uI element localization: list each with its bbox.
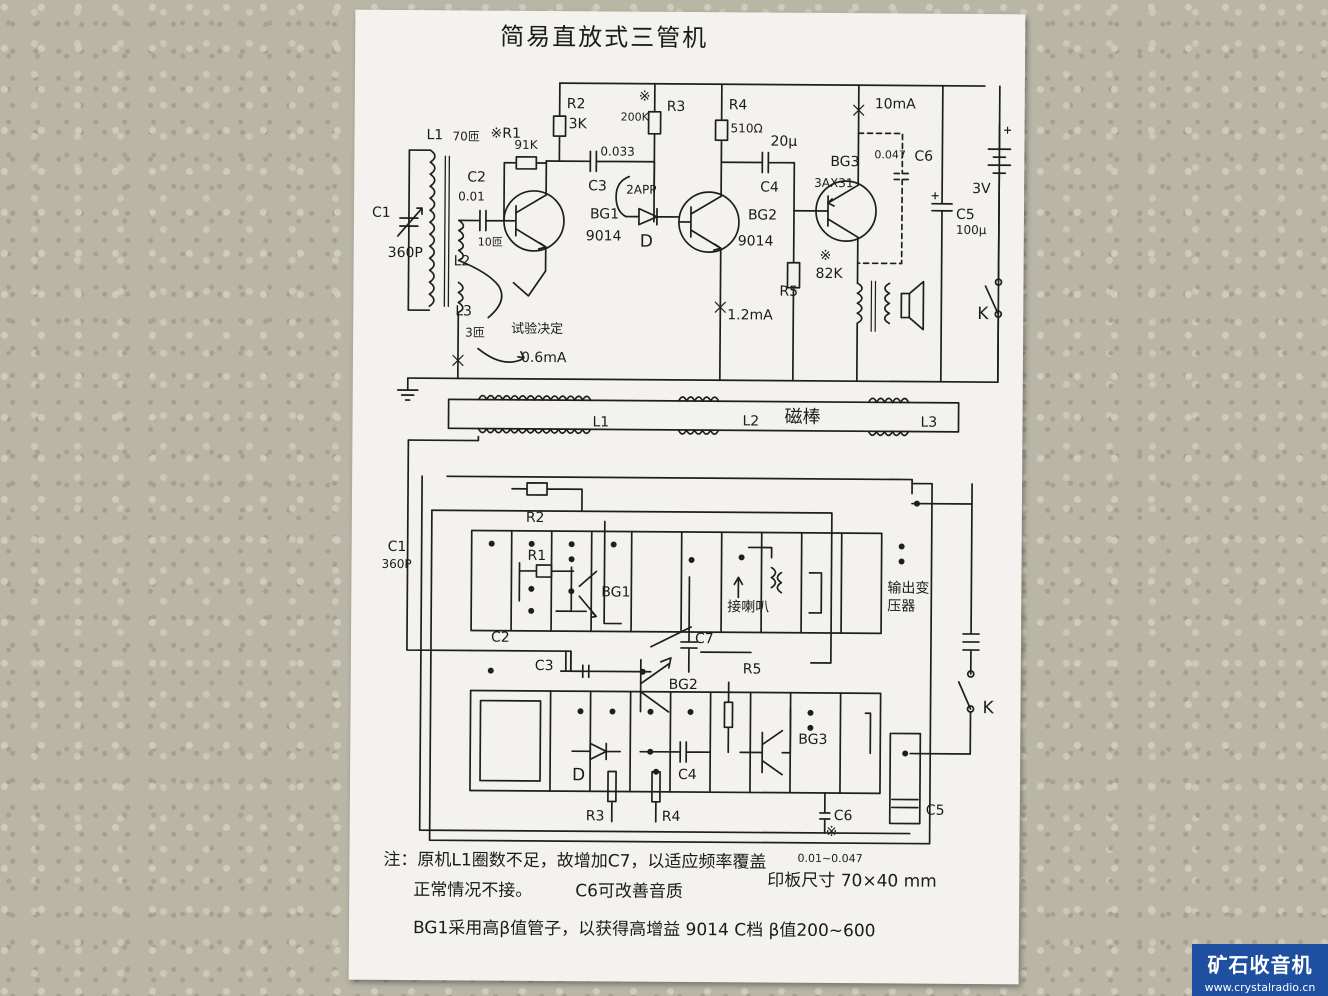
label-c3-value: 0.033 bbox=[600, 144, 635, 159]
label-l2: L2 bbox=[453, 253, 471, 270]
diagram-title: 简易直放式三管机 bbox=[500, 22, 709, 53]
label-c5: C5 bbox=[955, 206, 975, 224]
rod-label-l3: L3 bbox=[920, 414, 938, 431]
label-c4: C4 bbox=[760, 179, 779, 196]
label-r2: R2 bbox=[566, 96, 586, 113]
label-current-06: 0.6mA bbox=[520, 349, 567, 367]
label-r2-value: 3K bbox=[568, 116, 587, 133]
pcb-label-speaker: 接喇叭 bbox=[727, 599, 770, 616]
label-bg3-type: 3AX31 bbox=[814, 175, 854, 191]
pcb-label-output-transformer: 输出变压器 bbox=[887, 580, 930, 615]
label-l3: L3 bbox=[455, 303, 473, 320]
pcb-label-c2: C2 bbox=[490, 629, 510, 646]
pcb-label-r2: R2 bbox=[525, 509, 545, 527]
note-line-1: 注：原机L1圈数不足，故增加C7，以适应频率覆盖 bbox=[383, 849, 767, 873]
note-board-size: 印板尺寸 70×40 mm bbox=[767, 870, 937, 892]
label-c1: C1 bbox=[371, 204, 391, 221]
label-c5-value: 100μ bbox=[955, 222, 987, 238]
pcb-label-d: D bbox=[571, 765, 586, 786]
note-line-2: 正常情况不接。 bbox=[413, 880, 533, 901]
magnetic-rod bbox=[448, 395, 958, 436]
circuit-schematic bbox=[397, 82, 1011, 404]
rod-label-name: 磁棒 bbox=[784, 406, 821, 428]
label-r3: R3 bbox=[666, 98, 686, 115]
pcb-label-c7: C7 bbox=[694, 631, 714, 648]
pcb-label-bg3: BG3 bbox=[798, 731, 828, 748]
label-bg1: BG1 bbox=[589, 206, 620, 223]
pcb-label-c1: C1 bbox=[387, 538, 407, 556]
label-l1: L1 bbox=[426, 127, 444, 144]
label-bg2: BG2 bbox=[747, 207, 778, 224]
pcb-label-r5: R5 bbox=[742, 661, 762, 678]
pcb-label-c5: C5 bbox=[925, 802, 945, 819]
label-r1-value: 91K bbox=[514, 137, 538, 152]
pcb-label-c1-value: 360P bbox=[381, 556, 412, 572]
label-c1-value: 360P bbox=[387, 244, 423, 262]
note-c6: C6可改善音质 bbox=[575, 881, 683, 902]
label-r3-mark: ※ bbox=[638, 88, 651, 105]
label-r4-value: 510Ω bbox=[730, 121, 763, 136]
pcb-label-bg1: BG1 bbox=[601, 584, 631, 601]
label-battery-voltage: 3V bbox=[972, 180, 991, 198]
watermark: 矿石收音机 www.crystalradio.cn bbox=[1192, 944, 1328, 996]
label-bg3: BG3 bbox=[830, 153, 860, 171]
pcb-label-r3: R3 bbox=[585, 808, 605, 825]
label-bg1-type: 9014 bbox=[585, 228, 622, 245]
pcb-label-c4: C4 bbox=[678, 766, 697, 784]
note-c6-range: 0.01~0.047 bbox=[797, 851, 863, 866]
note-line-3: BG1采用高β值管子，以获得高增益 9014 C档 β值200~600 bbox=[412, 918, 876, 942]
pcb-label-r4: R4 bbox=[661, 808, 681, 825]
label-switch-k: K bbox=[977, 304, 989, 325]
watermark-url: www.crystalradio.cn bbox=[1204, 981, 1316, 994]
label-r3-value: 200K bbox=[620, 110, 649, 124]
label-r5: R5 bbox=[779, 283, 799, 300]
pcb-label-k: K bbox=[982, 698, 994, 719]
pcb-pads bbox=[487, 500, 920, 775]
pcb-label-c6: C6 bbox=[833, 808, 853, 825]
label-l3-turns: 3匝 bbox=[465, 325, 485, 340]
label-c2-value: 0.01 bbox=[458, 189, 485, 204]
watermark-title: 矿石收音机 bbox=[1207, 953, 1313, 977]
pcb-label-c3: C3 bbox=[534, 657, 554, 675]
label-c6-value: 0.047 bbox=[874, 148, 906, 162]
pcb-label-c6-mark: ※ bbox=[825, 823, 838, 841]
label-r4: R4 bbox=[728, 97, 748, 114]
label-current-12: 1.2mA bbox=[727, 307, 773, 324]
paper-sheet: 简易直放式三管机 C1 360P L1 70匝 C2 0.01 10匝 L2 L… bbox=[348, 9, 1026, 985]
label-bg2-type: 9014 bbox=[737, 233, 774, 250]
rod-label-l2: L2 bbox=[742, 413, 760, 430]
label-diode: D bbox=[639, 231, 653, 252]
label-l1-turns: 70匝 bbox=[452, 129, 480, 144]
label-diode-type: 2APP bbox=[626, 182, 657, 197]
label-c2: C2 bbox=[467, 169, 486, 186]
pcb-layout bbox=[406, 436, 981, 844]
label-r5-value: 82K bbox=[815, 265, 843, 283]
pcb-label-r1: R1 bbox=[527, 547, 547, 565]
pcb-label-bg2: BG2 bbox=[668, 676, 698, 694]
label-c3: C3 bbox=[588, 178, 607, 195]
label-current-10: 10mA bbox=[874, 96, 916, 113]
label-c4-value: 20μ bbox=[770, 133, 798, 150]
schematic-drawing bbox=[349, 10, 1026, 985]
label-c6: C6 bbox=[914, 148, 934, 165]
label-test: 试验决定 bbox=[511, 321, 564, 338]
label-l2-turns: 10匝 bbox=[477, 235, 503, 249]
rod-label-l1: L1 bbox=[592, 414, 610, 431]
label-r5-mark: ※ bbox=[819, 247, 832, 265]
